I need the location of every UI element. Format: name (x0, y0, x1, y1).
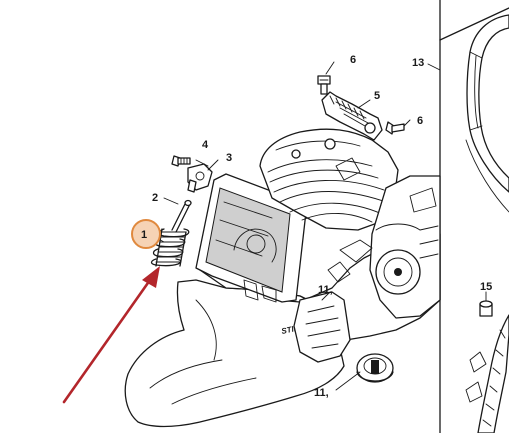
callout-4: 4 (202, 139, 209, 151)
pin-part (171, 199, 192, 233)
callout-6-right: 6 (417, 115, 423, 127)
screw-4 (171, 155, 191, 167)
highlight-arrow (62, 266, 160, 404)
callout-highlight-circle (131, 219, 161, 249)
callout-15: 15 (480, 281, 492, 293)
screw-6-right (385, 121, 405, 135)
callout-11: 11, (318, 284, 333, 296)
callout-6-top: 6 (350, 54, 356, 66)
callout-13: 13 (412, 57, 424, 69)
lever-part (187, 163, 213, 193)
callout-2: 2 (152, 192, 158, 204)
chain-part (465, 314, 509, 433)
callout-1: 1 (141, 229, 147, 241)
tank-cap-part (356, 353, 394, 383)
screw-6-top (317, 75, 331, 95)
callout-5: 5 (374, 90, 380, 102)
handle-bar-part (465, 14, 509, 213)
callout-11-right: 11, (314, 387, 329, 399)
saw-housing: STIHL (124, 128, 441, 428)
bushing-part-15 (479, 300, 493, 317)
bracket-part (321, 91, 383, 141)
callout-3: 3 (226, 152, 232, 164)
